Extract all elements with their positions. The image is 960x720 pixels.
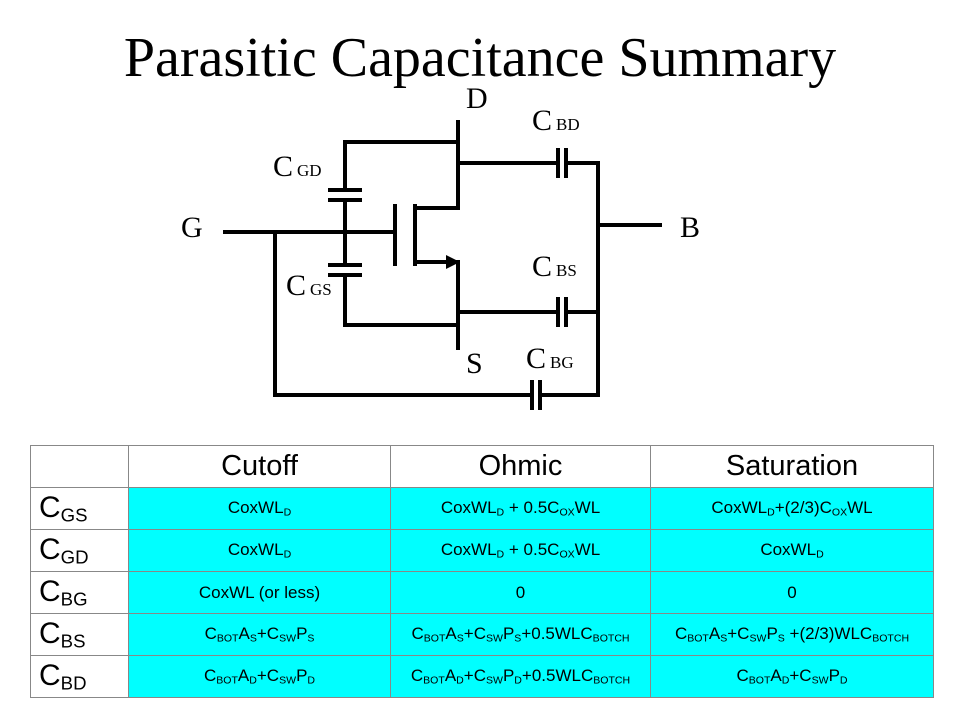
formula-cell: CoxWLD+(2/3)COXWL <box>650 487 934 530</box>
table-header-row: Cutoff Ohmic Saturation <box>30 445 934 488</box>
formula-cell: 0 <box>650 571 934 614</box>
formula-cell: CBOTAD+CSWPD <box>650 655 934 698</box>
formula-cell: CBOTAD+CSWPD+0.5WLCBOTCH <box>390 655 651 698</box>
page-title: Parasitic Capacitance Summary <box>123 27 837 89</box>
formula-cell: CoxWL (or less) <box>128 571 391 614</box>
formula-cell: CBOTAS+CSWPS <box>128 613 391 656</box>
source-arrow-icon <box>446 255 460 269</box>
formula-cell: CBOTAS+CSWPS+0.5WLCBOTCH <box>390 613 651 656</box>
row-label: CGD <box>30 529 129 572</box>
drain-label: D <box>466 82 488 115</box>
header-saturation: Saturation <box>650 445 934 488</box>
formula-cell: CoxWLD + 0.5COXWL <box>390 487 651 530</box>
bulk-label: B <box>680 211 700 244</box>
header-corner <box>30 445 129 488</box>
formula-cell: CoxWLD <box>650 529 934 572</box>
formula-cell: 0 <box>390 571 651 614</box>
row-label: CGS <box>30 487 129 530</box>
row-label: CBD <box>30 655 129 698</box>
source-label: S <box>466 347 483 380</box>
formula-cell: CoxWLD <box>128 487 391 530</box>
gate-label: G <box>181 211 203 244</box>
formula-cell: CoxWLD <box>128 529 391 572</box>
formula-cell: CBOTAD+CSWPD <box>128 655 391 698</box>
header-ohmic: Ohmic <box>390 445 651 488</box>
formula-cell: CoxWLD + 0.5COXWL <box>390 529 651 572</box>
header-cutoff: Cutoff <box>128 445 391 488</box>
row-label: CBG <box>30 571 129 614</box>
formula-cell: CBOTAS+CSWPS +(2/3)WLCBOTCH <box>650 613 934 656</box>
row-label: CBS <box>30 613 129 656</box>
